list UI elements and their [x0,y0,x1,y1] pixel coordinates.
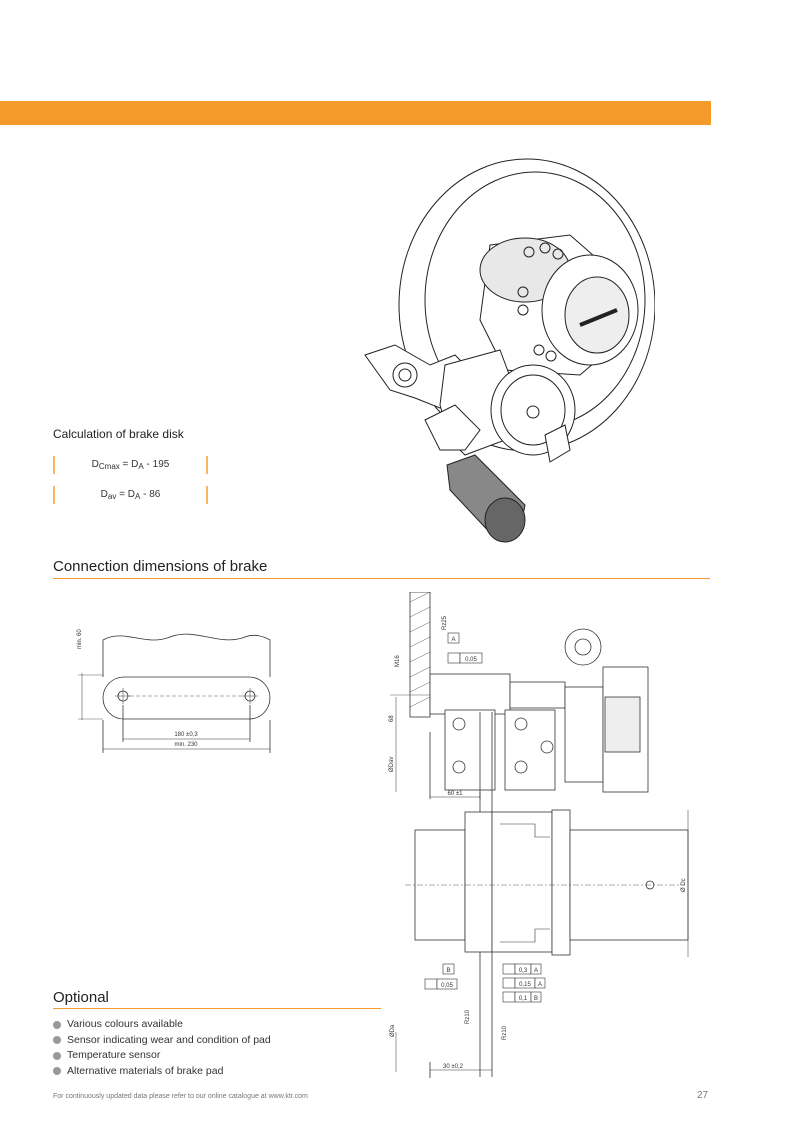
m16-label: M16 [395,655,401,667]
header-accent-bar [0,101,711,125]
formula-subscript: A [138,462,144,471]
list-item: Alternative materials of brake pad [53,1064,271,1080]
rz10-a-label: Rz10 [465,1009,471,1024]
runout-ref: A [534,968,538,974]
dim-30: 30 ±0,2 [443,1064,464,1070]
flatness-b-label: 0,05 [441,983,453,989]
mounting-plate-drawing: min. 60 180 ±0,3 min. 230 [77,629,271,753]
dim-68: 68 [389,715,395,722]
connection-dimensions-title: Connection dimensions of brake [53,558,268,575]
optional-divider [53,1008,381,1009]
list-item-label: Temperature sensor [67,1049,161,1061]
list-item-label: Sensor indicating wear and condition of … [67,1033,271,1046]
list-item: Various colours available [53,1017,271,1033]
da-label: ØDa [390,1024,396,1037]
formula-subscript: av [107,492,117,501]
list-item-label: Alternative materials of brake pad [67,1064,224,1077]
runout-label: 0,3 [519,968,528,974]
flatness-label: 0,05 [465,657,477,663]
formula-symbol: D [100,489,108,500]
bullet-icon [53,1067,61,1076]
dc-label: Ø Dc [681,878,687,892]
formula-dav: Dav = DA - 86 [53,486,208,504]
formula-subscript: A [134,492,141,501]
perp-label: 0,15 [519,982,531,988]
section-divider [53,578,710,579]
formula-symbol: = D [119,459,139,470]
parallel-ref: B [534,996,538,1002]
list-item: Temperature sensor [53,1048,271,1064]
bullet-icon [53,1051,61,1060]
list-item: Sensor indicating wear and condition of … [53,1033,271,1049]
perp-ref: A [538,982,542,988]
dim-60: 60 ±1 [448,791,464,797]
brake-product-illustration [364,158,655,543]
formula-value: - 86 [140,489,161,500]
rz25-label: Rz25 [442,615,448,630]
formula-subscript: Cmax [98,462,120,471]
brake-section-drawing: Rz25 A 0,05 M16 68 ØDav 60 ±1 Ø Dc B 0,0… [389,592,689,1078]
datum-b-label: B [446,968,450,974]
page-number: 27 [697,1090,709,1101]
parallel-label: 0,1 [519,996,528,1002]
dim-min60: min. 60 [77,629,83,649]
optional-list: Various colours available Sensor indicat… [53,1017,271,1079]
dim-180: 180 ±0,3 [174,732,198,738]
rz10-b-label: Rz10 [502,1025,508,1040]
optional-title: Optional [53,989,109,1006]
formula-symbol: D [91,459,99,470]
formula-value: - 195 [143,459,170,470]
bullet-icon [53,1020,61,1029]
datum-a-label: A [451,637,455,643]
dav-label: ØDav [389,757,395,772]
bullet-icon [53,1036,61,1045]
footer-note: For continuously updated data please ref… [53,1093,308,1100]
dim-230: min. 230 [174,742,198,748]
formula-dcmax: DCmax = DA - 195 [53,456,208,474]
calculation-title: Calculation of brake disk [53,427,184,441]
list-item-label: Various colours available [67,1018,183,1030]
formula-symbol: = D [116,489,135,500]
